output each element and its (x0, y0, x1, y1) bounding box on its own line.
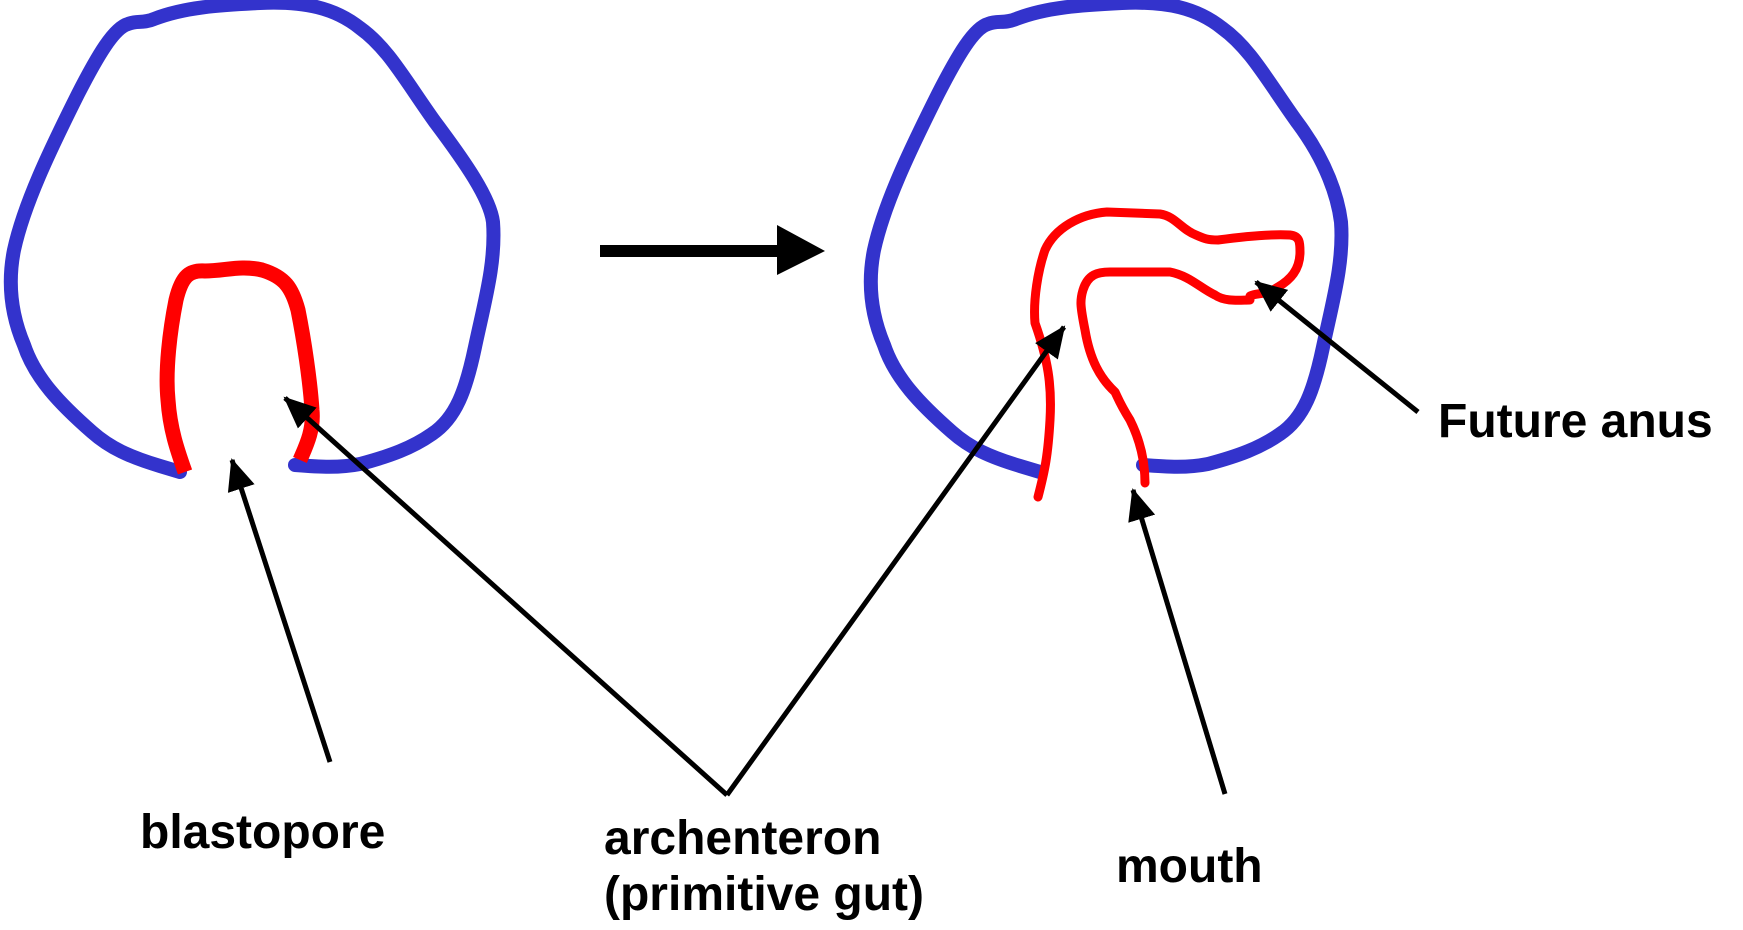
transition-arrow (600, 225, 825, 275)
mouth-pointer (1133, 490, 1225, 794)
label-mouth: mouth (1116, 838, 1263, 896)
label-archenteron-line2: (primitive gut) (604, 866, 924, 924)
label-blastopore: blastopore (140, 804, 385, 862)
label-future-anus: Future anus (1438, 393, 1713, 451)
blastopore-pointer (232, 460, 330, 762)
right-embryo-gut-inner (1081, 272, 1250, 483)
label-archenteron-line1: archenteron (604, 810, 881, 868)
left-embryo-ectoderm (11, 3, 494, 472)
right-embryo-gut-outer (1035, 212, 1300, 497)
left-embryo-archenteron (167, 268, 312, 472)
archenteron-pointer-left (285, 398, 727, 795)
archenteron-pointer-right (727, 327, 1064, 795)
